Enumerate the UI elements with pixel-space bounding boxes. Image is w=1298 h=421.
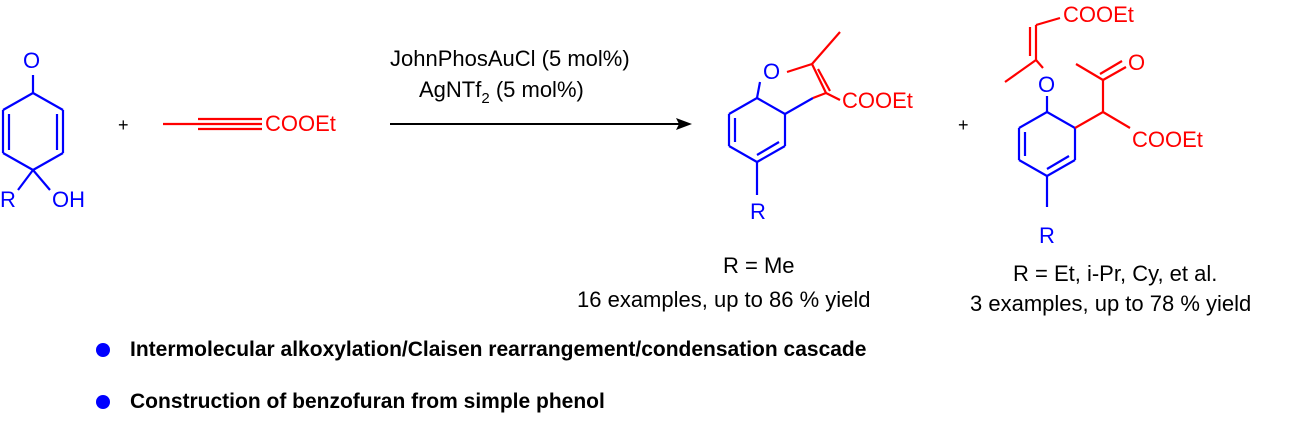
product1-ester-label: COOEt (842, 88, 913, 113)
product-benzofuran: O COOEt R (727, 31, 913, 224)
plus-sign: + (118, 115, 129, 135)
reaction-arrow: JohnPhosAuCl (5 mol%) AgNTf2 (5 mol%) (390, 46, 692, 130)
hydroxyl-label: OH (52, 187, 85, 212)
catalyst-label: JohnPhosAuCl (5 mol%) (390, 46, 630, 71)
product2-caption-r: R = Et, i-Pr, Cy, et al. (1013, 261, 1217, 286)
product1-r-label: R (750, 199, 766, 224)
bullet-text: Intermolecular alkoxylation/Claisen rear… (130, 338, 867, 361)
r-group-label: R (0, 187, 16, 212)
bullet-dot-icon (96, 343, 110, 357)
product2-ester-label: COOEt (1132, 127, 1203, 152)
carbonyl-oxygen-label: O (23, 48, 40, 73)
ester-label: COOEt (265, 111, 336, 136)
reactant-alkynoate: COOEt (163, 111, 336, 136)
ketone-oxygen-label: O (1128, 50, 1145, 75)
reactant-cyclohexadienone: O R OH (0, 48, 85, 212)
bullet-text: Construction of benzofuran from simple p… (130, 390, 605, 413)
bullet-cascade: Intermolecular alkoxylation/Claisen rear… (96, 338, 866, 362)
bullet-benzofuran: Construction of benzofuran from simple p… (96, 390, 605, 414)
furan-oxygen-label: O (763, 59, 780, 84)
vinyl-ester-label: COOEt (1063, 2, 1134, 27)
plus-sign: + (958, 115, 969, 135)
product2-r-label: R (1039, 223, 1055, 248)
product1-caption-yield: 16 examples, up to 86 % yield (577, 287, 871, 312)
product-aryl-ether: COOEt O R O COOEt (1004, 2, 1203, 248)
additive-label: AgNTf2 (5 mol%) (419, 77, 584, 107)
bullet-dot-icon (96, 395, 110, 409)
product1-caption-r: R = Me (723, 253, 795, 278)
ether-oxygen-label: O (1038, 72, 1055, 97)
product2-caption-yield: 3 examples, up to 78 % yield (970, 291, 1251, 316)
